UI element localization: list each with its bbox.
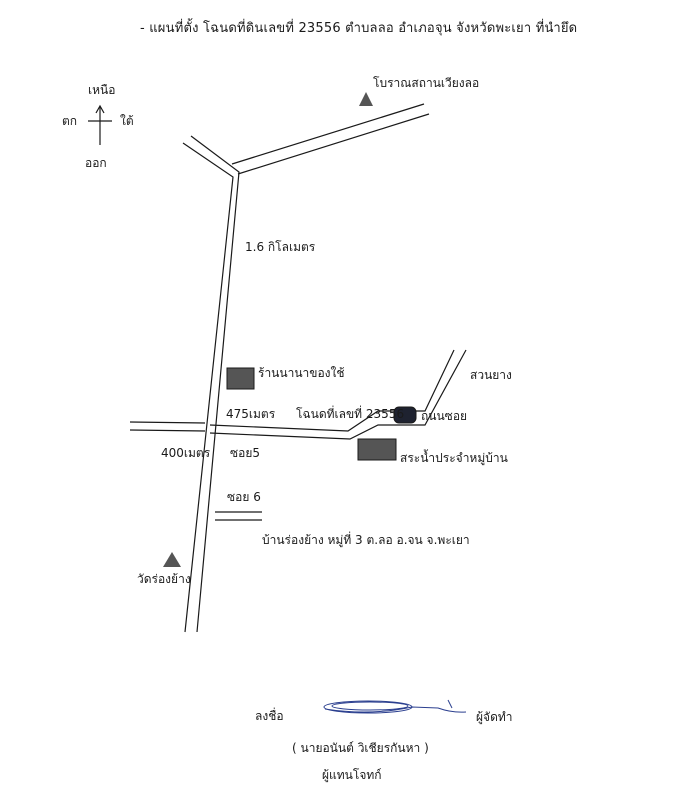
compass-north-label: เหนือ bbox=[88, 83, 116, 97]
signature-role: ผู้จัดทำ bbox=[476, 710, 513, 724]
compass-east-label: ใต้ bbox=[120, 114, 134, 128]
compass-icon bbox=[88, 104, 112, 145]
water-supply-label: สระน้ำประจำหมู่บ้าน bbox=[400, 451, 508, 465]
soi5-label: ซอย5 bbox=[230, 446, 261, 460]
compass-south-label: ออก bbox=[85, 156, 107, 170]
soi5-road-edge bbox=[209, 349, 467, 440]
wat-rong-yang-landmark-icon bbox=[163, 552, 181, 567]
parcel-23556-marker bbox=[393, 406, 417, 424]
main-road-edge bbox=[190, 135, 240, 633]
map-title: - แผนที่ตั้ง โฉนดที่ดินเลขที่ 23556 ตำบล… bbox=[140, 21, 578, 36]
distance-475m-label: 475เมตร bbox=[226, 407, 276, 421]
soi5-road bbox=[209, 349, 455, 432]
main-road bbox=[182, 142, 234, 633]
village-label: บ้านร่องย้าง หมู่ที่ 3 ต.ลอ อ.จน จ.พะเยา bbox=[262, 533, 470, 547]
sign-label: ลงชื่อ bbox=[255, 709, 284, 723]
distance-1-6km-label: 1.6 กิโลเมตร bbox=[245, 240, 316, 254]
signature-icon bbox=[323, 699, 467, 714]
soi-road-label: ถนนซอย bbox=[421, 409, 468, 423]
shop-label: ร้านนานาของใช้ bbox=[258, 366, 345, 380]
parcel-label: โฉนดที่เลขที่ 23556 bbox=[296, 407, 405, 421]
wiang-lo-label: โบราณสถานเวียงลอ bbox=[373, 76, 480, 90]
soi6-label: ซอย 6 bbox=[227, 490, 261, 504]
compass-west-label: ตก bbox=[62, 114, 78, 128]
wiang-lo-landmark-icon bbox=[359, 92, 373, 106]
rubber-plantation-label: สวนยาง bbox=[470, 368, 512, 382]
water-supply-marker bbox=[357, 438, 397, 461]
branch-road-wiang-lo-edge bbox=[237, 113, 430, 175]
signer-name: ( นายอนันต์ วิเชียรกันหา ) bbox=[292, 741, 429, 755]
left-road-stub bbox=[129, 421, 206, 424]
branch-road-wiang-lo bbox=[231, 103, 425, 165]
road-network bbox=[129, 103, 467, 633]
shop-marker bbox=[226, 367, 255, 390]
distance-400m-label: 400เมตร bbox=[161, 446, 211, 460]
signer-position: ผู้แทนโจทก์ bbox=[322, 768, 382, 782]
wat-rong-yang-label: วัดร่องย้าง bbox=[137, 572, 191, 586]
